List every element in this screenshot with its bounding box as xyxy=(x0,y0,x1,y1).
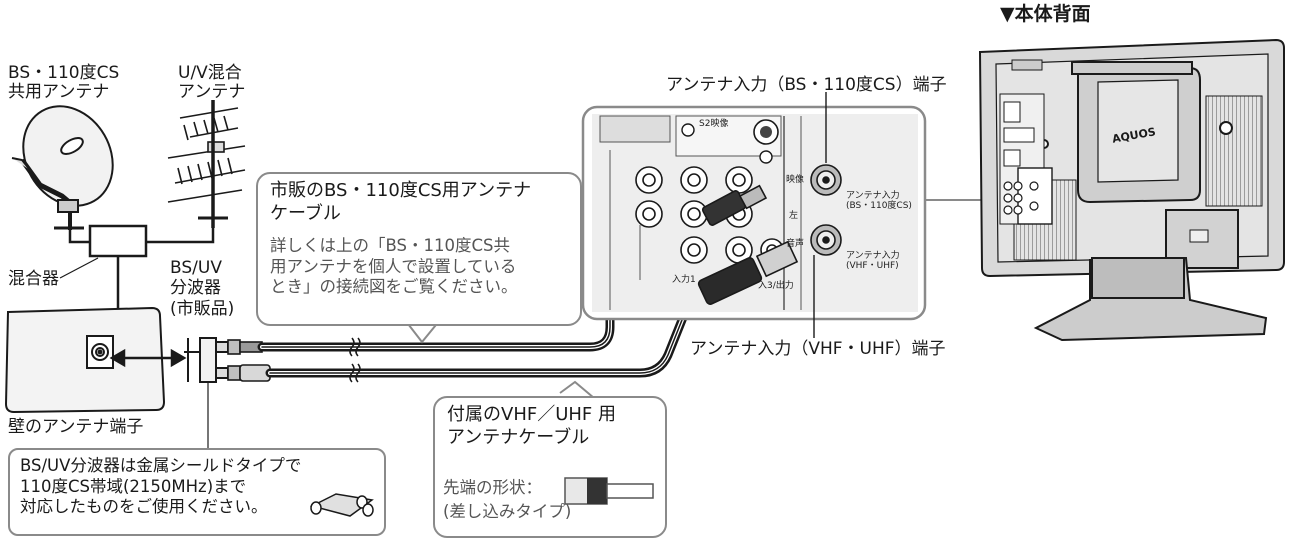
push-on-plug-icon xyxy=(564,477,654,505)
cable-break-marks xyxy=(349,337,361,383)
vu-cable xyxy=(265,295,695,378)
uv-antenna-label: U/V混合 アンテナ xyxy=(178,63,246,103)
bs-dish-antenna-icon xyxy=(11,105,114,230)
panel-label-vu-port-line2: (VHF・UHF) xyxy=(846,260,899,271)
wall-antenna-terminal xyxy=(4,306,166,414)
wall-terminal-label: 壁のアンテナ端子 xyxy=(8,417,144,437)
bs-dish-label-line2: 共用アンテナ xyxy=(8,82,110,103)
shielded-splitter-icon xyxy=(309,493,374,517)
mixer-box xyxy=(59,224,215,310)
splitter-label-line2: 分波器 xyxy=(170,278,221,299)
plug-shape-label: 先端の形状： xyxy=(443,478,542,497)
bs-cable-note-body-line3: とき」の接続図をご覧ください。 xyxy=(270,277,518,297)
splitter-note-box: BS/UV分波器は金属シールドタイプで 110度CS帯域(2150MHz)まで … xyxy=(8,448,386,536)
uv-antenna-label-line1: U/V混合 xyxy=(178,63,242,83)
bs-cable-note-title-line2: ケーブル xyxy=(270,202,341,224)
splitter-label: BS/UV 分波器 (市販品) xyxy=(170,258,234,319)
tv-rear-illustration xyxy=(978,38,1285,342)
vu-cable-plug xyxy=(227,364,271,382)
bs-cable-note-body-line2: 用アンテナを個人で設置している xyxy=(270,256,517,276)
mixer-label: 混合器 xyxy=(8,269,59,289)
wall-to-splitter-arrow xyxy=(109,348,187,368)
bs-cable-plug xyxy=(227,339,263,355)
bs-input-label: アンテナ入力（BS・110度CS）端子 xyxy=(666,75,947,95)
splitter-label-line1: BS/UV xyxy=(170,258,222,278)
included-cable-note-title-line2: アンテナケーブル xyxy=(447,426,590,448)
panel-label-input1: 入力1 xyxy=(672,275,696,285)
splitter-note-text: BS/UV分波器は金属シールドタイプで 110度CS帯域(2150MHz)まで … xyxy=(20,456,301,518)
panel-label-bs-port: アンテナ入力 (BS・110度CS) xyxy=(846,191,912,212)
panel-label-io3: 入3/出力 xyxy=(758,281,794,291)
panel-label-bs-port-line1: アンテナ入力 xyxy=(846,191,900,201)
uv-yagi-antenna-icon xyxy=(167,100,246,228)
panel-label-vu-port: アンテナ入力 (VHF・UHF) xyxy=(846,251,900,272)
bs-cable-note-body-line1: 詳しくは上の「BS・110度CS共 xyxy=(270,236,510,255)
included-cable-note-title: 付属のVHF／UHF 用 アンテナケーブル xyxy=(447,404,616,449)
splitter-note-line3: 対応したものをご使用ください。 xyxy=(20,497,268,517)
included-cable-note-title-line1: 付属のVHF／UHF 用 xyxy=(447,404,616,425)
bs-cable-note-title: 市販のBS・110度CS用アンテナ ケーブル xyxy=(270,180,531,225)
panel-label-s2-video: S2映像 xyxy=(699,119,729,129)
plug-shape-type: (差し込みタイプ) xyxy=(443,502,572,521)
bs-uv-splitter-icon xyxy=(184,337,229,450)
bs-dish-label-line1: BS・110度CS xyxy=(8,63,120,83)
bs-cable-note-title-line1: 市販のBS・110度CS用アンテナ xyxy=(270,180,532,201)
panel-label-bs-port-line2: (BS・110度CS) xyxy=(846,200,912,211)
bs-cable-note-body: 詳しくは上の「BS・110度CS共 用アンテナを個人で設置している とき」の接続… xyxy=(270,236,518,298)
bs-dish-label: BS・110度CS 共用アンテナ xyxy=(8,63,120,103)
panel-label-video: 映像 xyxy=(786,175,805,185)
panel-label-left: 左 xyxy=(789,211,799,221)
rear-view-title: ▼本体背面 xyxy=(1000,3,1091,25)
uv-antenna-label-line2: アンテナ xyxy=(178,82,246,103)
splitter-note-line2: 110度CS帯域(2150MHz)まで xyxy=(20,476,247,496)
splitter-label-line3: (市販品) xyxy=(170,298,235,319)
callout-pointers xyxy=(404,319,595,399)
panel-label-audio: 音声 xyxy=(786,239,805,249)
bs-cable-note-box: 市販のBS・110度CS用アンテナ ケーブル 詳しくは上の「BS・110度CS共… xyxy=(256,172,582,326)
vu-input-label: アンテナ入力（VHF・UHF）端子 xyxy=(690,339,946,359)
panel-label-vu-port-line1: アンテナ入力 xyxy=(846,251,900,261)
splitter-note-line1: BS/UV分波器は金属シールドタイプで xyxy=(20,456,302,475)
included-cable-note-box: 付属のVHF／UHF 用 アンテナケーブル 先端の形状： (差し込みタイプ) xyxy=(433,396,667,538)
rear-panel-closeup xyxy=(581,92,1000,338)
